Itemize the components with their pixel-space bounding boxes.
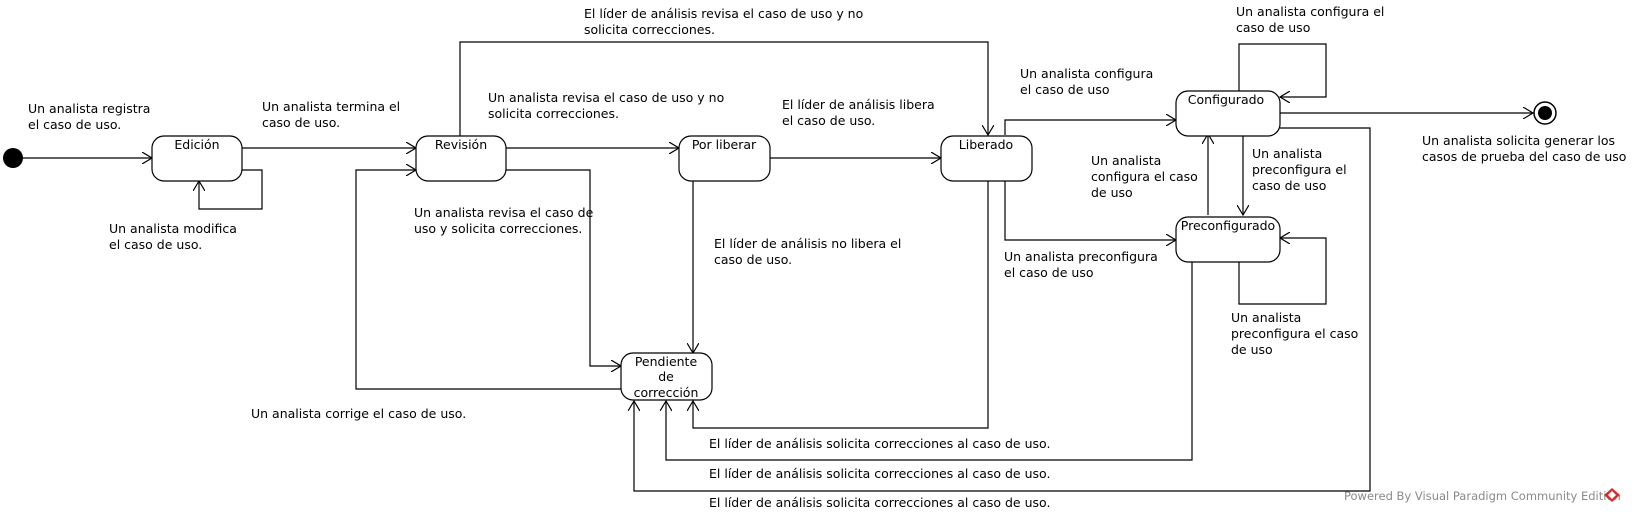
label-genera: casos de prueba del caso de uso xyxy=(1422,149,1626,164)
state-revision: Revisión xyxy=(415,135,507,182)
edge-lider-corr-3 xyxy=(634,127,1371,492)
edge-modifica xyxy=(199,169,263,210)
label-registra: Un analista registra xyxy=(28,101,150,116)
state-por-liberar-label: Por liberar xyxy=(692,137,757,152)
edge-configura-1 xyxy=(1004,120,1176,135)
label-lider-revisa: solicita correcciones. xyxy=(584,22,715,37)
label-preconfigura-1: Un analista preconfigura xyxy=(1004,249,1158,264)
edge-configura-self xyxy=(1238,43,1327,97)
label-lider-revisa: El líder de análisis revisa el caso de u… xyxy=(584,6,863,21)
watermark: Powered By Visual Paradigm Community Edi… xyxy=(1344,488,1621,503)
edge-preconfigura-1 xyxy=(1004,181,1176,240)
edge-lider-corr-1 xyxy=(693,181,989,429)
label-revisa-corr: uso y solicita correcciones. xyxy=(414,221,582,236)
label-revisa-no-corr: solicita correcciones. xyxy=(488,106,619,121)
label-preconfigura-1: el caso de uso xyxy=(1004,265,1093,280)
label-configura-self: Un analista configura el xyxy=(1236,4,1384,19)
transition-labels: Un analista registra el caso de uso. Un … xyxy=(28,4,1626,510)
label-no-libera: caso de uso. xyxy=(714,252,792,267)
state-por-liberar: Por liberar xyxy=(678,135,771,182)
label-preconfigura-self: de uso xyxy=(1231,342,1273,357)
state-pendiente-label: corrección xyxy=(634,385,699,400)
label-registra: el caso de uso. xyxy=(28,117,121,132)
label-configura-2: configura el caso xyxy=(1091,169,1198,184)
label-no-libera: El líder de análisis no libera el xyxy=(714,236,901,251)
state-edicion-label: Edición xyxy=(174,137,219,152)
watermark-text: Powered By Visual Paradigm Community Edi… xyxy=(1344,489,1621,503)
label-configura-self: caso de uso xyxy=(1236,20,1310,35)
label-preconfigura-self: Un analista xyxy=(1231,310,1301,325)
state-liberado: Liberado xyxy=(940,135,1033,182)
label-revisa-corr: Un analista revisa el caso de xyxy=(414,205,594,220)
final-state xyxy=(1533,101,1557,125)
label-configura-1: el caso de uso xyxy=(1020,82,1109,97)
state-edicion: Edición xyxy=(151,135,243,182)
edge-revisa-corr xyxy=(506,169,621,366)
state-configurado-label: Configurado xyxy=(1188,92,1264,107)
state-pendiente: Pendiente de corrección xyxy=(620,352,713,401)
label-preconfigura-2: preconfigura el xyxy=(1252,162,1347,177)
initial-state xyxy=(3,148,23,168)
label-configura-1: Un analista configura xyxy=(1020,66,1153,81)
state-preconfigurado: Preconfigurado xyxy=(1175,216,1281,263)
label-corrige: Un analista corrige el caso de uso. xyxy=(251,406,466,421)
label-lider-corr-2: El líder de análisis solicita correccion… xyxy=(709,466,1050,481)
label-libera: el caso de uso. xyxy=(782,113,875,128)
state-revision-label: Revisión xyxy=(435,137,487,152)
edge-lider-corr-2 xyxy=(666,262,1193,461)
state-pendiente-label: de xyxy=(658,369,674,384)
edge-preconfigura-self xyxy=(1238,238,1327,305)
label-termina: Un analista termina el xyxy=(262,99,400,114)
label-configura-2: de uso xyxy=(1091,185,1133,200)
label-revisa-no-corr: Un analista revisa el caso de uso y no xyxy=(488,90,724,105)
edge-lider-revisa xyxy=(459,41,988,136)
label-preconfigura-self: preconfigura el caso xyxy=(1231,326,1358,341)
state-liberado-label: Liberado xyxy=(959,137,1013,152)
label-preconfigura-2: caso de uso xyxy=(1252,178,1326,193)
state-pendiente-label: Pendiente xyxy=(635,354,698,369)
label-configura-2: Un analista xyxy=(1091,153,1161,168)
transition-edges xyxy=(23,41,1533,492)
visual-paradigm-logo-icon xyxy=(1604,488,1620,502)
label-genera: Un analista solicita generar los xyxy=(1422,133,1615,148)
label-modifica: el caso de uso. xyxy=(109,237,202,252)
label-lider-corr-3: El líder de análisis solicita correccion… xyxy=(709,495,1050,510)
label-lider-corr-1: El líder de análisis solicita correccion… xyxy=(709,436,1050,451)
label-modifica: Un analista modifica xyxy=(109,221,237,236)
edge-corrige xyxy=(355,170,621,390)
state-configurado: Configurado xyxy=(1175,90,1281,137)
label-termina: caso de uso. xyxy=(262,115,340,130)
label-libera: El líder de análisis libera xyxy=(782,97,935,112)
label-preconfigura-2: Un analista xyxy=(1252,146,1322,161)
state-preconfigurado-label: Preconfigurado xyxy=(1181,218,1275,233)
